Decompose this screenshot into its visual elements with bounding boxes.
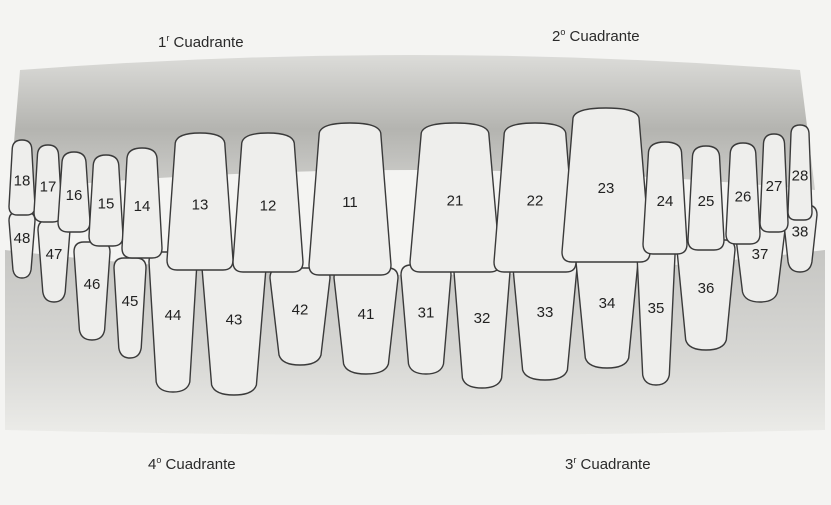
tooth-23-number: 23 xyxy=(598,180,615,197)
tooth-44: 44 xyxy=(149,252,197,392)
quadrant-1-word: Cuadrante xyxy=(174,34,244,51)
tooth-36-number: 36 xyxy=(698,280,715,297)
tooth-14-number: 14 xyxy=(134,198,151,215)
tooth-37-number: 37 xyxy=(752,246,769,263)
tooth-41: 41 xyxy=(334,268,398,374)
tooth-43-number: 43 xyxy=(226,312,243,329)
quadrant-2-label: 2o Cuadrante xyxy=(552,27,640,45)
tooth-23: 23 xyxy=(562,108,650,262)
tooth-18: 18 xyxy=(9,140,35,215)
tooth-28: 28 xyxy=(788,125,812,220)
tooth-13: 13 xyxy=(167,133,233,270)
tooth-47-number: 47 xyxy=(46,246,63,263)
tooth-31-number: 31 xyxy=(418,305,435,322)
tooth-11: 11 xyxy=(309,123,391,275)
tooth-34-number: 34 xyxy=(599,295,616,312)
tooth-21-number: 21 xyxy=(447,193,464,210)
quadrant-4-label: 4o Cuadrante xyxy=(148,455,236,473)
tooth-15-number: 15 xyxy=(98,196,115,213)
tooth-13-number: 13 xyxy=(192,197,209,214)
tooth-32: 32 xyxy=(454,262,510,388)
tooth-44-number: 44 xyxy=(165,307,182,324)
tooth-46-number: 46 xyxy=(84,276,101,293)
tooth-18-number: 18 xyxy=(14,173,31,190)
tooth-46: 46 xyxy=(74,242,110,340)
tooth-35: 35 xyxy=(637,245,675,385)
tooth-33-number: 33 xyxy=(537,304,554,321)
tooth-26-number: 26 xyxy=(735,189,752,206)
tooth-16-number: 16 xyxy=(66,187,83,204)
tooth-26: 26 xyxy=(726,143,760,244)
tooth-16: 16 xyxy=(58,152,90,232)
quadrant-4-word: Cuadrante xyxy=(166,456,236,473)
quadrant-1-label: 1r Cuadrante xyxy=(158,33,244,51)
tooth-11-number: 11 xyxy=(342,194,358,211)
tooth-36: 36 xyxy=(677,240,735,350)
quadrant-2-suffix: o xyxy=(560,27,565,37)
tooth-12: 12 xyxy=(233,133,303,272)
tooth-33: 33 xyxy=(513,258,577,380)
tooth-27: 27 xyxy=(760,134,788,232)
tooth-27-number: 27 xyxy=(766,178,783,195)
tooth-15: 15 xyxy=(89,155,123,246)
quadrant-4-suffix: o xyxy=(156,455,161,465)
tooth-42-number: 42 xyxy=(292,302,309,319)
quadrant-2-word: Cuadrante xyxy=(570,28,640,45)
tooth-48-number: 48 xyxy=(14,230,31,247)
tooth-24: 24 xyxy=(643,142,687,254)
tooth-12-number: 12 xyxy=(260,198,277,215)
quadrant-3-suffix: r xyxy=(573,455,576,465)
tooth-35-number: 35 xyxy=(648,300,665,317)
tooth-28-number: 28 xyxy=(792,168,809,185)
tooth-22-number: 22 xyxy=(527,193,544,210)
tooth-14: 14 xyxy=(122,148,162,258)
tooth-25: 25 xyxy=(688,146,724,250)
tooth-42: 42 xyxy=(270,268,330,365)
tooth-48: 48 xyxy=(9,212,35,278)
tooth-43: 43 xyxy=(202,258,266,395)
tooth-38-number: 38 xyxy=(792,224,809,241)
tooth-45: 45 xyxy=(114,258,146,358)
quadrant-3-word: Cuadrante xyxy=(581,456,651,473)
tooth-17-number: 17 xyxy=(40,179,57,196)
quadrant-3-label: 3r Cuadrante xyxy=(565,455,651,473)
tooth-34: 34 xyxy=(576,252,638,368)
tooth-32-number: 32 xyxy=(474,310,491,327)
tooth-25-number: 25 xyxy=(698,193,715,210)
quadrant-1-suffix: r xyxy=(166,33,169,43)
tooth-41-number: 41 xyxy=(358,306,375,323)
tooth-24-number: 24 xyxy=(657,193,674,210)
tooth-45-number: 45 xyxy=(122,293,139,310)
tooth-21: 21 xyxy=(410,123,500,272)
tooth-17: 17 xyxy=(34,145,62,222)
tooth-31: 31 xyxy=(401,265,451,374)
